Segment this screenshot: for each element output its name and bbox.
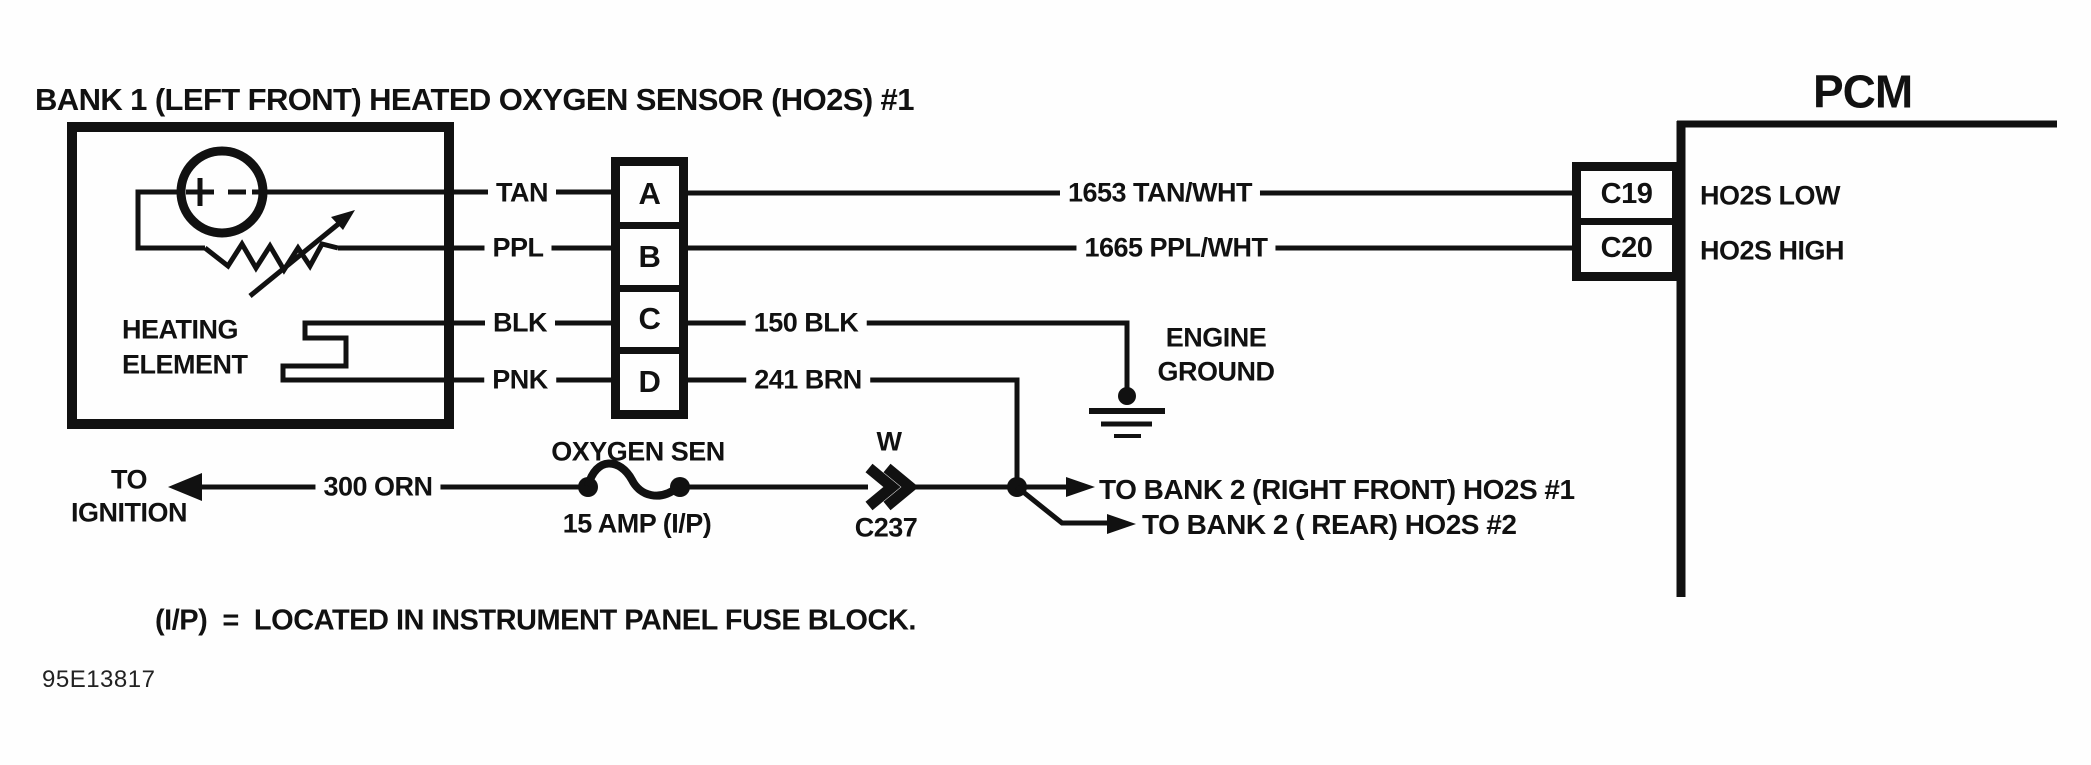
connector-pin-a: A <box>620 166 679 222</box>
pcm-pin-c19: C19 <box>1581 171 1672 218</box>
ground-symbol <box>1089 387 1165 438</box>
inline-connector-cavity-label: W <box>876 426 902 457</box>
branch-label-bank2-rear: TO BANK 2 ( REAR) HO2S #2 <box>1142 508 1517 540</box>
wire-label-300: 300 ORN <box>315 471 441 503</box>
inline-connector-symbol <box>865 463 919 511</box>
connector-pin-d: D <box>620 354 679 410</box>
variable-resistor-symbol <box>203 210 355 298</box>
fuse-symbol <box>578 459 690 500</box>
fuse-rating-label: 15 AMP (I/P) <box>562 508 712 539</box>
fuse-name-label: OXYGEN SEN <box>551 436 725 467</box>
inline-connector-id-label: C237 <box>854 512 918 543</box>
sensor-cell-symbol <box>135 146 268 251</box>
heating-element-label-line1: HEATING <box>122 314 239 345</box>
engine-ground-label-line1: ENGINE <box>1165 322 1267 353</box>
wire-label-1653: 1653 TAN/WHT <box>1059 177 1261 209</box>
pcm-connector-block: C19 C20 <box>1572 162 1681 281</box>
heating-element-symbol <box>280 320 613 383</box>
connector-pin-b: B <box>620 228 679 285</box>
wire-color-label-tan: TAN <box>488 177 556 209</box>
branch2-arrowhead <box>1107 514 1136 534</box>
pcm-signal-ho2s-low: HO2S LOW <box>1700 180 1841 211</box>
wire-label-1665: 1665 PPL/WHT <box>1076 232 1276 264</box>
wire-color-label-ppl: PPL <box>484 232 552 264</box>
wire-brn <box>686 377 1020 487</box>
connector-pin-c: C <box>620 291 679 348</box>
to-ignition-label-line2: IGNITION <box>71 497 188 528</box>
wire-tan <box>263 189 1577 196</box>
wire-label-150: 150 BLK <box>745 307 867 339</box>
sensor-box <box>67 122 454 429</box>
splice-and-branches <box>1007 477 1136 534</box>
pcm-pin-c20: C20 <box>1581 225 1672 272</box>
pcm-label: PCM <box>1813 65 1913 118</box>
sensor-connector-block: A B C D <box>611 157 688 419</box>
ip-footnote: (I/P) = LOCATED IN INSTRUMENT PANEL FUSE… <box>155 604 916 637</box>
wire-color-label-blk: BLK <box>485 307 555 339</box>
pcm-outline <box>1676 120 2057 597</box>
branch1-arrowhead <box>1066 477 1095 497</box>
heating-element-label-line2: ELEMENT <box>122 349 248 380</box>
figure-id: 95E13817 <box>42 666 156 694</box>
wire-color-label-pnk: PNK <box>484 364 556 396</box>
engine-ground-label-line2: GROUND <box>1157 356 1276 387</box>
diagram-title: BANK 1 (LEFT FRONT) HEATED OXYGEN SENSOR… <box>35 82 914 118</box>
branch-label-bank2-front: TO BANK 2 (RIGHT FRONT) HO2S #1 <box>1099 473 1575 505</box>
wire-label-241: 241 BRN <box>746 364 870 396</box>
pcm-signal-ho2s-high: HO2S HIGH <box>1700 235 1845 266</box>
to-ignition-label-line1: TO <box>110 464 148 495</box>
to-ignition-arrowhead <box>168 473 202 501</box>
